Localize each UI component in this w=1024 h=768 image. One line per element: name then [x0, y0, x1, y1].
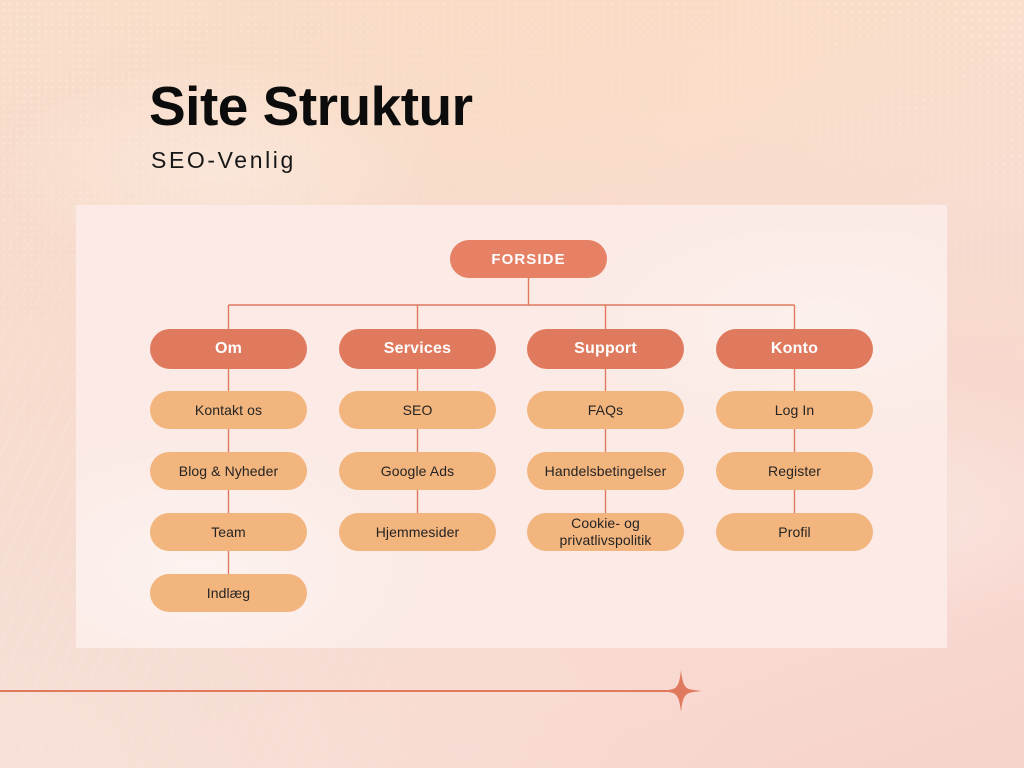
- node-seo[interactable]: SEO: [339, 391, 496, 429]
- node-hjemmesider[interactable]: Hjemmesider: [339, 513, 496, 551]
- sparkle-icon: [660, 670, 702, 712]
- page-title: Site Struktur: [149, 75, 473, 137]
- node-om[interactable]: Om: [150, 329, 307, 369]
- node-team[interactable]: Team: [150, 513, 307, 551]
- node-handelsbetingelser[interactable]: Handelsbetingelser: [527, 452, 684, 490]
- node-label: Kontakt os: [194, 402, 263, 418]
- node-label: Konto: [770, 340, 819, 357]
- node-label: Log In: [774, 402, 815, 418]
- node-blog-nyheder[interactable]: Blog & Nyheder: [150, 452, 307, 490]
- node-label: SEO: [402, 402, 433, 418]
- page-subtitle: SEO-Venlig: [151, 147, 296, 173]
- node-profil[interactable]: Profil: [716, 513, 873, 551]
- node-label: Services: [383, 340, 452, 357]
- node-label: Indlæg: [206, 585, 251, 601]
- node-label: Team: [211, 524, 246, 540]
- node-label: Blog & Nyheder: [178, 463, 279, 479]
- node-label: Profil: [778, 524, 811, 540]
- node-services[interactable]: Services: [339, 329, 496, 369]
- node-indlaeg[interactable]: Indlæg: [150, 574, 307, 612]
- node-label: Handelsbetingelser: [544, 463, 667, 479]
- node-label: Hjemmesider: [375, 524, 460, 540]
- node-google-ads[interactable]: Google Ads: [339, 452, 496, 490]
- node-konto[interactable]: Konto: [716, 329, 873, 369]
- node-label: Google Ads: [380, 463, 455, 479]
- node-register[interactable]: Register: [716, 452, 873, 490]
- node-forside[interactable]: FORSIDE: [450, 240, 607, 278]
- node-kontakt-os[interactable]: Kontakt os: [150, 391, 307, 429]
- node-label: Register: [768, 463, 821, 479]
- node-label: Support: [574, 340, 637, 357]
- node-support[interactable]: Support: [527, 329, 684, 369]
- node-label: FAQs: [587, 402, 624, 418]
- header: Site Struktur SEO-Venlig: [149, 76, 849, 173]
- footer-rule: [0, 690, 681, 692]
- node-label: FORSIDE: [491, 250, 566, 268]
- node-log-in[interactable]: Log In: [716, 391, 873, 429]
- node-label: Om: [214, 340, 243, 357]
- node-faqs[interactable]: FAQs: [527, 391, 684, 429]
